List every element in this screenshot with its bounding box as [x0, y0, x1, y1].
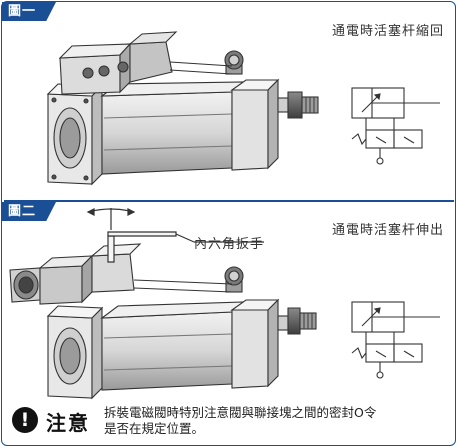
hex-wrench-label: 內六角扳手	[194, 237, 265, 252]
note-text-line1: 拆裝電磁閥時特別注意閥與聯接塊之間的密封O令	[104, 405, 377, 420]
exclamation-icon: !	[12, 407, 38, 433]
caution-note: ! 注意 拆裝電磁閥時特別注意閥與聯接塊之間的密封O令 是否在規定位置。	[12, 404, 442, 440]
figure2-schematic	[351, 301, 440, 379]
hex-wrench	[86, 208, 264, 263]
figure2-caption: 通電時活塞杆伸出	[332, 223, 445, 238]
section-divider	[4, 200, 454, 202]
figure1-schematic	[351, 87, 440, 165]
figure2-tag: 圖二	[2, 202, 56, 221]
note-text-line2: 是否在規定位置。	[104, 421, 205, 436]
figure1-tag: 圖一	[2, 2, 56, 21]
figure1-caption: 通電時活塞杆縮回	[332, 24, 445, 39]
figure2-cylinder	[9, 243, 317, 400]
figure1-cylinder	[46, 31, 319, 186]
note-text: 拆裝電磁閥時特別注意閥與聯接塊之間的密封O令 是否在規定位置。	[104, 405, 434, 437]
note-title: 注意	[46, 411, 90, 435]
